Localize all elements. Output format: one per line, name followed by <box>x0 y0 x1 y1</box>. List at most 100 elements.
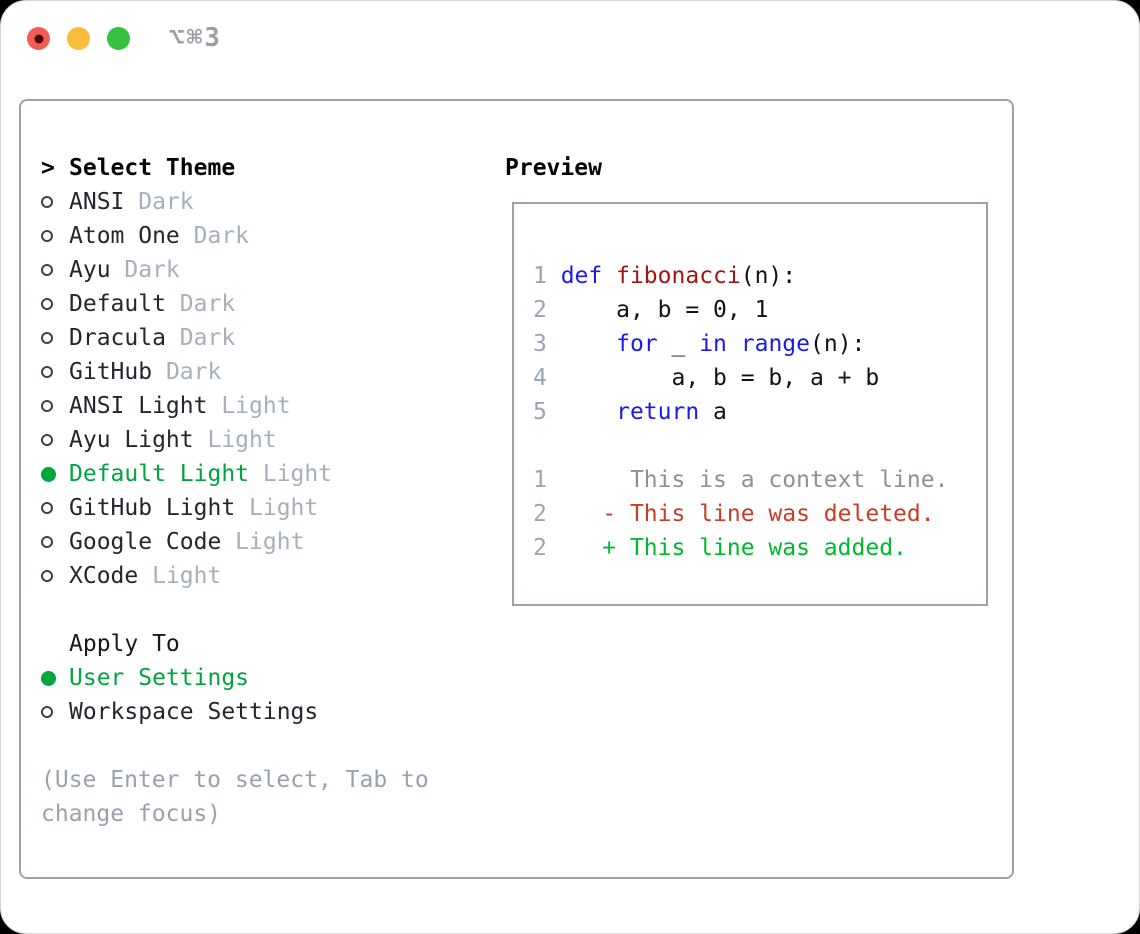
radio-icon <box>41 502 53 514</box>
diff-line-add: 2 + This line was added. <box>533 531 986 565</box>
preview-blank-line <box>533 429 986 463</box>
radio-icon <box>41 536 53 548</box>
theme-option-dracula[interactable]: Dracula Dark <box>41 321 332 355</box>
code-token <box>561 399 616 425</box>
theme-name: XCode <box>69 563 139 589</box>
theme-variant: Light <box>193 427 277 453</box>
code-token: def <box>560 263 603 289</box>
keyboard-shortcut-label: ⌥⌘3 <box>169 23 222 53</box>
close-dot-icon <box>34 34 43 43</box>
code-token: in <box>699 331 727 357</box>
theme-variant: Dark <box>165 325 236 351</box>
apply-option-workspace-settings[interactable]: Workspace Settings <box>41 695 318 729</box>
theme-name: Atom One <box>69 223 180 249</box>
usage-hint: (Use Enter to select, Tab to change focu… <box>41 767 429 827</box>
code-line: 5 return a <box>533 395 986 429</box>
code-line: 3 for _ in range(n): <box>533 327 986 361</box>
line-number: 2 <box>533 501 547 527</box>
radio-icon <box>41 264 53 276</box>
theme-name: GitHub <box>69 359 153 385</box>
diff-preview: 1 This is a context line.2 - This line w… <box>533 463 986 565</box>
theme-option-google-code[interactable]: Google Code Light <box>41 525 332 559</box>
line-number: 5 <box>533 399 561 425</box>
theme-name: Default Light <box>69 461 250 487</box>
minimize-button[interactable] <box>67 27 90 50</box>
code-token <box>602 263 616 289</box>
theme-variant: Dark <box>179 223 250 249</box>
theme-option-default-light[interactable]: Default Light Light <box>41 457 332 491</box>
theme-variant: Light <box>221 529 305 555</box>
code-token: for <box>616 331 658 357</box>
apply-to-header: Apply To <box>41 627 318 661</box>
theme-name: GitHub Light <box>69 495 236 521</box>
apply-option-label: Workspace Settings <box>69 699 319 725</box>
line-number: 2 <box>533 297 561 323</box>
zoom-button[interactable] <box>107 27 130 50</box>
radio-selected-icon <box>41 466 56 482</box>
theme-name: Google Code <box>69 529 222 555</box>
theme-variant: Dark <box>110 257 180 283</box>
code-token: (n): <box>810 331 866 357</box>
radio-icon <box>41 570 53 582</box>
code-line: 4 a, b = b, a + b <box>533 361 986 395</box>
code-token: a, b = 0, 1 <box>560 297 769 323</box>
apply-option-label: User Settings <box>69 665 250 691</box>
code-token: return <box>616 399 700 425</box>
radio-icon <box>41 230 53 242</box>
titlebar: ⌥⌘3 <box>1 1 1139 77</box>
code-line: 2 a, b = 0, 1 <box>533 293 986 327</box>
diff-text: - This line was deleted. <box>546 501 935 527</box>
theme-option-ayu[interactable]: Ayu Dark <box>41 253 332 287</box>
theme-variant: Dark <box>165 291 236 317</box>
diff-text: This is a context line. <box>546 467 949 493</box>
close-button[interactable] <box>27 27 50 50</box>
code-token <box>561 331 616 357</box>
theme-variant: Light <box>138 563 222 589</box>
theme-option-ansi-light[interactable]: ANSI Light Light <box>41 389 332 423</box>
preview-pane: Preview 1 def fibonacci(n):2 a, b = 0, 1… <box>505 151 1005 606</box>
theme-option-github[interactable]: GitHub Dark <box>41 355 332 389</box>
theme-option-github-light[interactable]: GitHub Light Light <box>41 491 332 525</box>
radio-icon <box>41 332 53 344</box>
apply-option-user-settings[interactable]: User Settings <box>41 661 318 695</box>
radio-selected-icon <box>41 670 56 686</box>
theme-option-default[interactable]: Default Dark <box>41 287 332 321</box>
line-number: 4 <box>533 365 561 391</box>
radio-icon <box>41 400 53 412</box>
code-token: fibonacci <box>616 263 741 289</box>
line-number: 2 <box>533 535 547 561</box>
theme-list-header: > Select Theme <box>41 151 332 185</box>
code-token: range <box>740 331 810 357</box>
focus-prompt-icon: > <box>41 155 55 181</box>
apply-to-title: Apply To <box>69 631 180 657</box>
theme-name: ANSI Light <box>69 393 208 419</box>
radio-icon <box>41 366 53 378</box>
line-number: 1 <box>533 467 547 493</box>
theme-option-xcode[interactable]: XCode Light <box>41 559 332 593</box>
line-number: 1 <box>533 263 561 289</box>
code-token: (n): <box>740 263 797 289</box>
preview-title: Preview <box>505 155 602 181</box>
line-number: 3 <box>533 331 561 357</box>
diff-line-del: 2 - This line was deleted. <box>533 497 986 531</box>
theme-option-ayu-light[interactable]: Ayu Light Light <box>41 423 332 457</box>
theme-variant: Light <box>207 393 291 419</box>
diff-text: + This line was added. <box>546 535 907 561</box>
code-token: a <box>699 399 727 425</box>
radio-icon <box>41 196 53 208</box>
theme-option-ansi[interactable]: ANSI Dark <box>41 185 332 219</box>
radio-icon <box>41 706 53 718</box>
code-token: _ <box>657 331 700 357</box>
radio-icon <box>41 434 53 446</box>
code-token <box>727 331 741 357</box>
diff-line-ctx: 1 This is a context line. <box>533 463 986 497</box>
theme-variant: Dark <box>124 189 194 215</box>
theme-option-atom-one[interactable]: Atom One Dark <box>41 219 332 253</box>
theme-list-title: Select Theme <box>69 155 236 181</box>
theme-variant: Light <box>249 461 333 487</box>
code-line: 1 def fibonacci(n): <box>533 259 986 293</box>
theme-name: Ayu Light <box>69 427 194 453</box>
